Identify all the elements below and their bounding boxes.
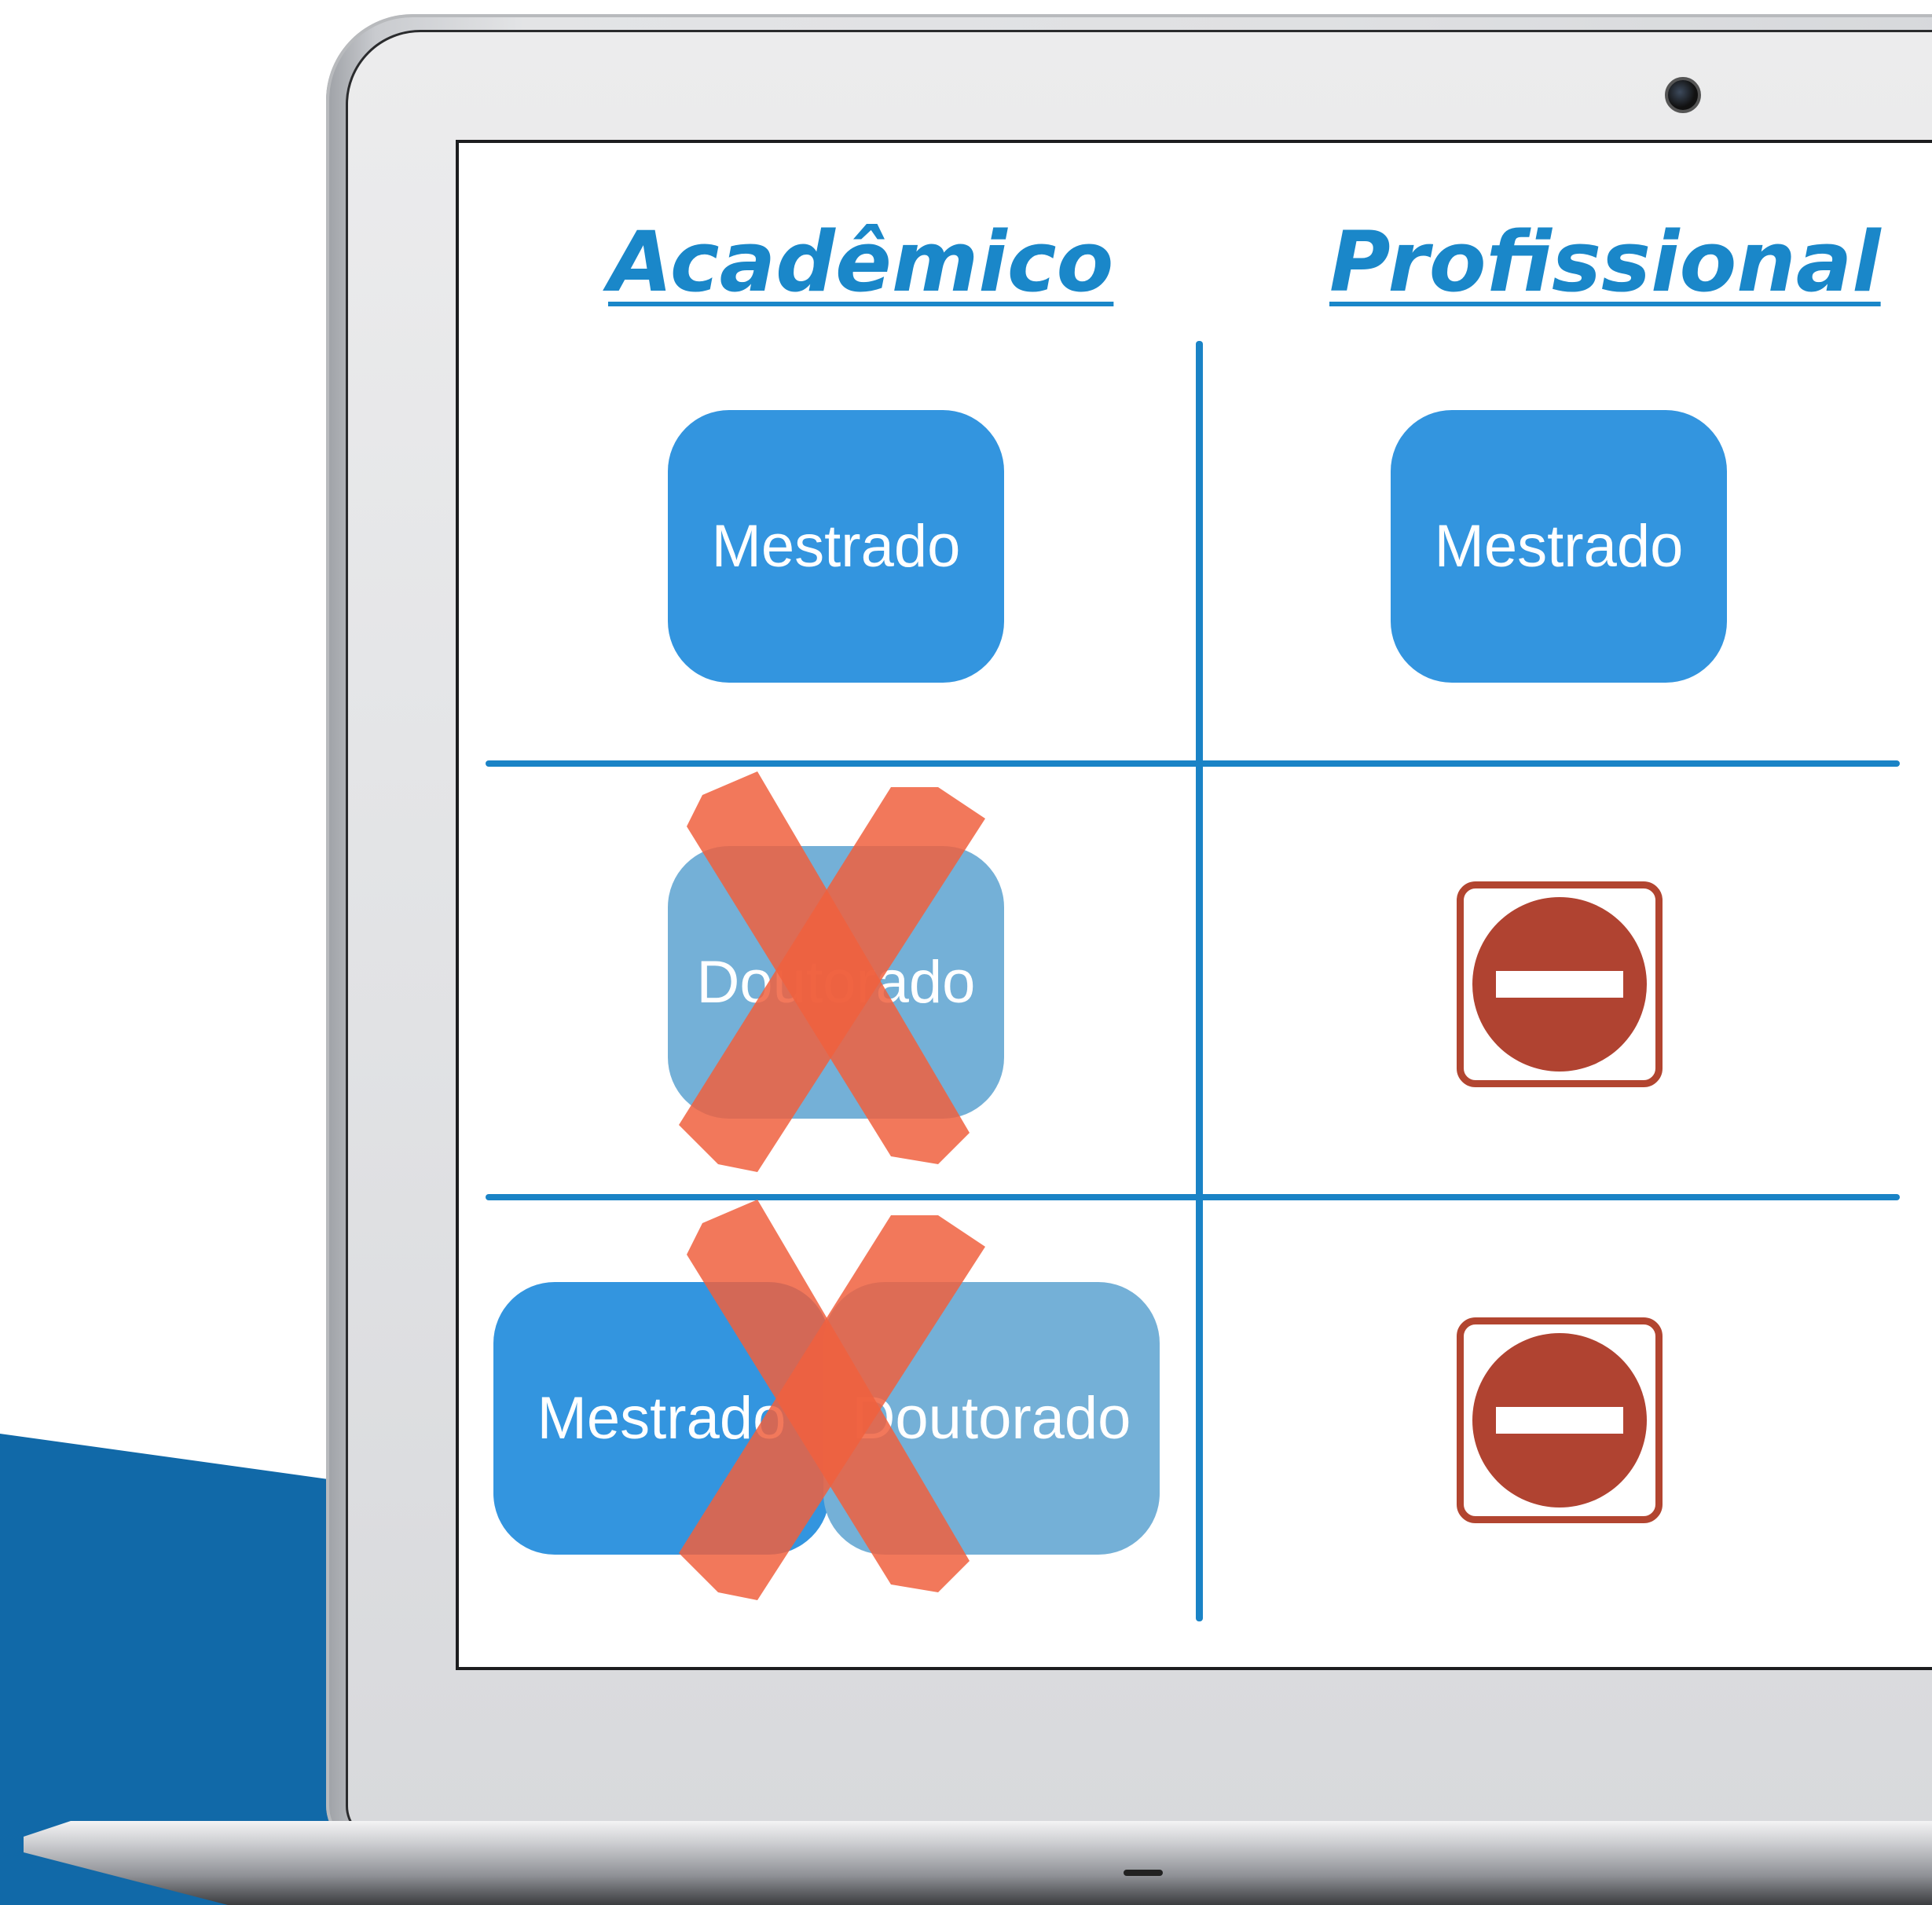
no-entry-bar xyxy=(1496,1407,1623,1434)
profissional-mestrado-button[interactable]: Mestrado xyxy=(1391,410,1727,683)
camera-icon xyxy=(1665,77,1701,113)
column-title-profissional: Profissional xyxy=(1329,214,1881,310)
academico-combo-mestrado-button: Mestrado xyxy=(493,1282,830,1555)
grid-divider-row-2 xyxy=(486,1194,1900,1200)
no-entry-circle xyxy=(1472,1333,1647,1508)
no-entry-circle xyxy=(1472,897,1647,1072)
laptop-screen: Acadêmico Profissional Mestrado Mestrado… xyxy=(456,140,1932,1670)
no-entry-icon xyxy=(1457,1317,1663,1523)
no-entry-bar xyxy=(1496,971,1623,998)
column-title-academico: Acadêmico xyxy=(608,214,1114,310)
academico-doutorado-button: Doutorado xyxy=(668,846,1004,1119)
laptop-base xyxy=(24,1821,1932,1905)
no-entry-icon xyxy=(1457,881,1663,1087)
laptop-notch xyxy=(1124,1870,1163,1876)
academico-mestrado-button[interactable]: Mestrado xyxy=(668,410,1004,683)
grid-divider-vertical xyxy=(1196,341,1203,1621)
academico-combo-doutorado-button: Doutorado xyxy=(823,1282,1160,1555)
grid-divider-row-1 xyxy=(486,760,1900,767)
